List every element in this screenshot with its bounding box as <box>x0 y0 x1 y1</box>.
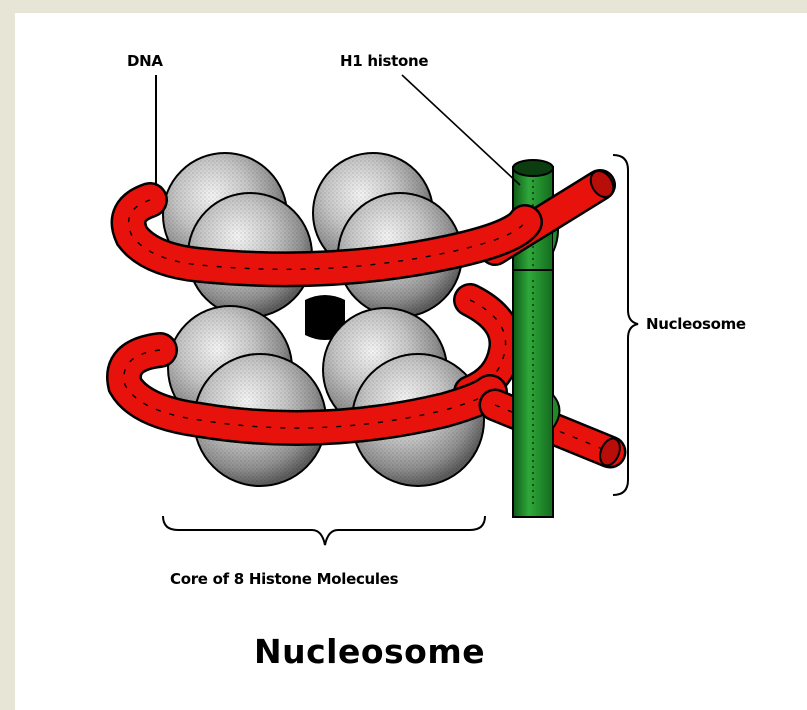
h1-histone-front <box>513 270 560 517</box>
core-label: Core of 8 Histone Molecules <box>170 570 398 588</box>
nucleosome-label: Nucleosome <box>646 315 746 333</box>
core-bracket <box>163 516 485 545</box>
dna-label: DNA <box>127 52 163 70</box>
page-title: Nucleosome <box>254 632 485 671</box>
h1-pointer-line <box>402 75 520 185</box>
h1-histone-label: H1 histone <box>340 52 428 70</box>
